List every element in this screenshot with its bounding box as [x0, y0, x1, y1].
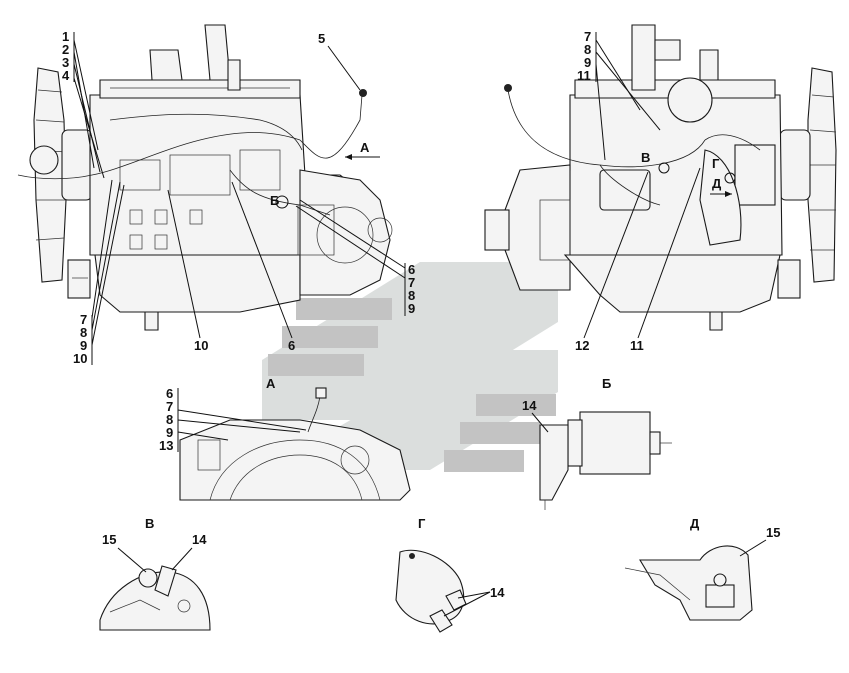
- view-d-label: Д: [712, 176, 722, 191]
- callout-9r: 9: [584, 55, 591, 70]
- callout-group-right-left-engine: 6 7 8 9: [295, 199, 415, 316]
- engine-left-view: [17, 24, 393, 331]
- detail-v: В 15 14: [99, 516, 211, 631]
- callout-7r: 7: [584, 29, 591, 44]
- view-b-label: Б: [270, 193, 279, 208]
- callout-8a: 8: [80, 325, 87, 340]
- view-v-label: В: [641, 150, 650, 165]
- callout-8r: 8: [584, 42, 591, 57]
- callout-11r: 11: [577, 68, 591, 83]
- detail-v-title: В: [145, 516, 154, 531]
- callout-2: 2: [62, 42, 69, 57]
- callout-group-bottom-left: 7 8 9 10: [73, 179, 125, 366]
- callout-6b: 6: [408, 262, 415, 277]
- callout-8b: 8: [408, 288, 415, 303]
- callout-9a: 9: [80, 338, 87, 353]
- detail-a-title: А: [266, 376, 276, 391]
- callout-11: 11: [630, 338, 644, 353]
- view-g-label: Г: [712, 156, 720, 171]
- callout-4: 4: [62, 68, 70, 83]
- view-a-marker: А: [345, 140, 380, 160]
- detail-a-callouts: 6 7 8 9 13: [159, 386, 307, 453]
- detail-g-title: Г: [418, 516, 426, 531]
- detail-a-callout-6: 6: [166, 386, 173, 401]
- detail-d-title: Д: [690, 516, 700, 531]
- engine-right-view: [484, 24, 837, 331]
- callout-5: 5: [318, 31, 325, 46]
- callout-group-top-left: 1 2 3 4: [62, 29, 105, 179]
- detail-b-title: Б: [602, 376, 611, 391]
- detail-b: Б 14: [522, 376, 672, 510]
- callout-7a: 7: [80, 312, 87, 327]
- watermark-logo: [262, 262, 558, 472]
- detail-d-callout-15: 15: [766, 525, 780, 540]
- detail-b-callout-14: 14: [522, 398, 537, 413]
- detail-a-callout-13: 13: [159, 438, 173, 453]
- detail-a-callout-7: 7: [166, 399, 173, 414]
- detail-a-callout-9: 9: [166, 425, 173, 440]
- detail-g: Г 14: [395, 516, 505, 633]
- view-a-label: А: [360, 140, 370, 155]
- callout-3: 3: [62, 55, 69, 70]
- detail-d: Д 15: [624, 516, 780, 621]
- detail-v-callout-15: 15: [102, 532, 116, 547]
- detail-a-callout-8: 8: [166, 412, 173, 427]
- callout-6: 6: [288, 338, 295, 353]
- callout-7b: 7: [408, 275, 415, 290]
- callout-12: 12: [575, 338, 589, 353]
- callout-10a: 10: [73, 351, 87, 366]
- callout-1: 1: [62, 29, 69, 44]
- detail-g-callout-14: 14: [490, 585, 505, 600]
- callout-group-top-right: 7 8 9 11: [577, 29, 661, 161]
- detail-a: А 6 7 8 9 13: [159, 376, 411, 501]
- fan-left: [29, 67, 67, 283]
- callout-10: 10: [194, 338, 208, 353]
- callout-9b: 9: [408, 301, 415, 316]
- detail-v-callout-14: 14: [192, 532, 207, 547]
